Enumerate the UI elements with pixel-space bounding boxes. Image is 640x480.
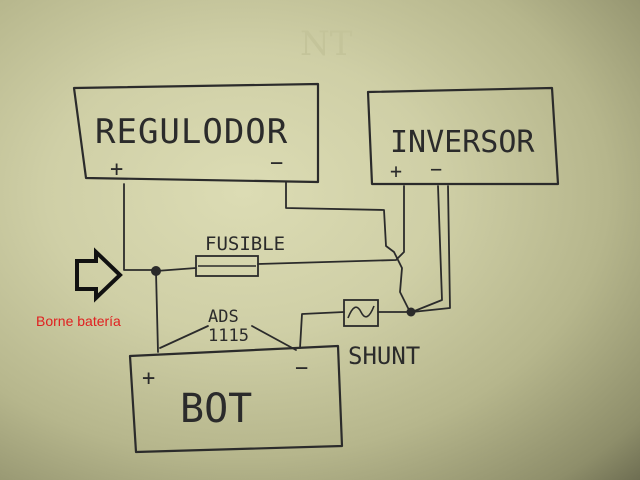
shunt-label: SHUNT: [348, 342, 420, 370]
wire-inversor-minus: [411, 185, 443, 313]
regulador-plus: +: [110, 157, 123, 182]
shunt-symbol: SHUNT: [343, 299, 420, 370]
shunt-junction-node: [406, 307, 416, 317]
wire-fuse-to-inversor-plus: [257, 185, 405, 265]
adc-label-line1: ADS: [208, 307, 239, 327]
inversor-plus: +: [390, 159, 402, 183]
adc-label-line2: 1115: [208, 326, 249, 346]
inversor-box: INVERSOR + −: [366, 86, 560, 186]
wire-ads-sense-right: [251, 325, 297, 351]
wire-battery-minus-to-shunt: [299, 311, 345, 349]
annotation-label: Borne batería: [36, 313, 121, 329]
right-arrow-icon: [75, 247, 123, 303]
fuse-symbol: FUSIBLE: [195, 233, 285, 277]
wire-battery-plus: [155, 271, 159, 353]
battery-minus: −: [295, 356, 308, 381]
adc-label-group: ADS 1115: [208, 307, 249, 346]
battery-terminal-node: [151, 266, 161, 276]
regulador-box: REGULODOR + −: [72, 82, 320, 184]
wire-ads-sense-left: [159, 325, 209, 349]
wires: [123, 181, 451, 353]
battery-label: BOT: [180, 386, 252, 432]
wire-inversor-return: [411, 185, 451, 313]
battery-plus: +: [142, 366, 155, 391]
erased-pencil-marks: NT: [300, 24, 353, 64]
regulador-label: REGULODOR: [95, 112, 288, 152]
wire-regulador-minus: [285, 181, 411, 313]
regulador-minus: −: [270, 151, 283, 176]
inversor-label: INVERSOR: [390, 125, 535, 160]
fuse-label: FUSIBLE: [205, 233, 285, 255]
inversor-minus: −: [430, 157, 442, 181]
battery-box: BOT + −: [128, 344, 344, 454]
wire-node-to-fuse: [155, 267, 197, 272]
wire-regulador-plus: [123, 183, 155, 271]
